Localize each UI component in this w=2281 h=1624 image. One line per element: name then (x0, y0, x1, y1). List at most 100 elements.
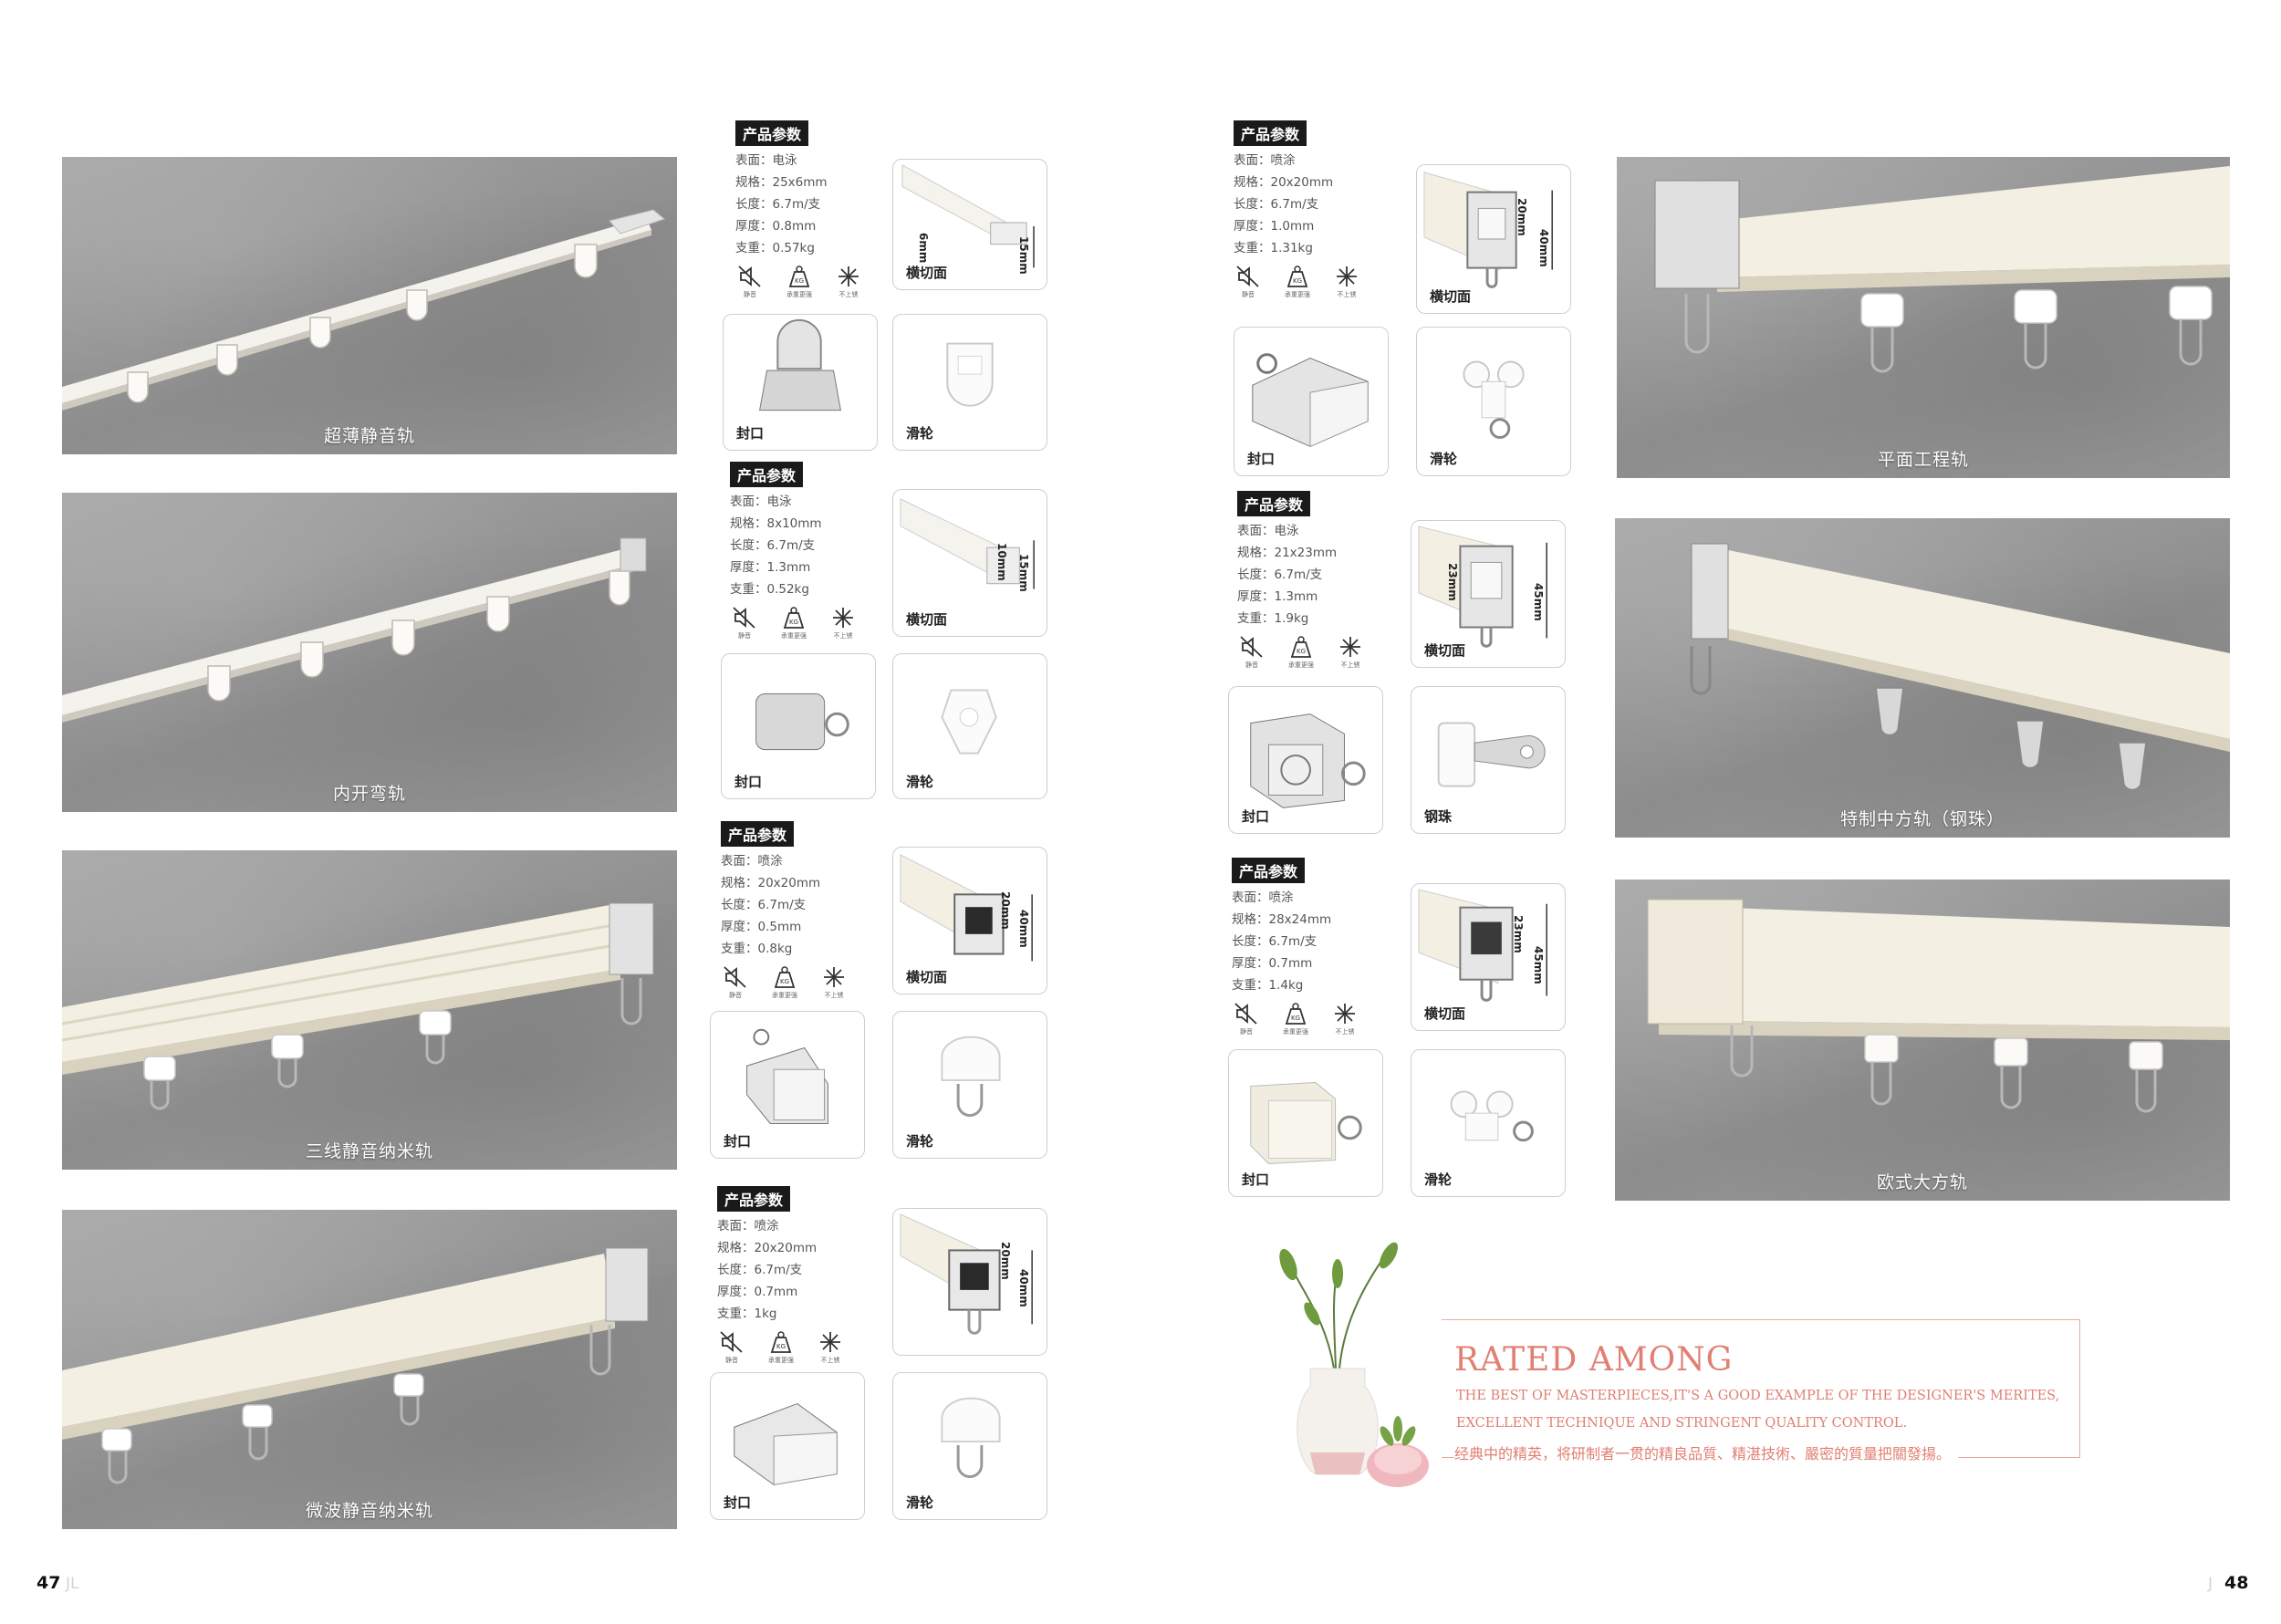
section-card-6: 23mm 45mm 横切面 (1411, 520, 1566, 668)
dimension-label: 40mm (1017, 1269, 1030, 1307)
cross-section-illustration (900, 498, 1035, 589)
svg-text:KG: KG (1297, 648, 1306, 655)
spec-title: 产品参数 (730, 462, 804, 487)
rail-photo-2: 内开弯轨 (62, 493, 677, 812)
pulley-illustration (946, 342, 994, 407)
spec-title: 产品参数 (735, 120, 809, 146)
dimension-label: 15mm (1017, 554, 1030, 592)
rail-caption: 平面工程轨 (1877, 450, 1969, 470)
end-cap-illustration (755, 692, 849, 751)
rail-photo-2-illustration (62, 537, 647, 723)
spec-title: 产品参数 (717, 1186, 791, 1212)
spec-length: 长度：6.7m/支 (1234, 197, 1319, 212)
cross-section-illustration (900, 1213, 1033, 1335)
steel-ball-runner-illustration (1437, 722, 1546, 787)
vase-illustration (1261, 1241, 1434, 1505)
rail-photo-7-illustration (1647, 899, 2230, 1113)
mute-icon (733, 607, 755, 629)
section-card-4: 20mm 40mm (892, 1208, 1047, 1356)
rail-photo-5: 平面工程轨 (1617, 157, 2230, 478)
rail-photo-6-illustration (1690, 543, 2230, 791)
spec-block-2: 产品参数 表面：电泳 规格：8x10mm 长度：6.7m/支 厚度：1.3mm … (730, 462, 903, 640)
section-card-3: 20mm 40mm 横切面 (892, 847, 1047, 994)
card-label: 滑轮 (1430, 451, 1458, 467)
card-label: 滑轮 (906, 774, 934, 790)
spec-weight: 支重：1.31kg (1234, 241, 1313, 255)
rail-caption: 三线静音纳米轨 (305, 1141, 433, 1161)
end-cap-illustration (734, 1403, 838, 1486)
pulley-illustration (941, 1036, 1001, 1118)
svg-text:KG: KG (789, 619, 798, 626)
spec-thickness: 厚度：1.3mm (1237, 589, 1318, 604)
page-number-right: 48 (2224, 1573, 2249, 1593)
dimension-label: 45mm (1532, 946, 1545, 984)
pulley-illustration (941, 689, 997, 755)
section-card-2: 10mm 15mm 横切面 (892, 489, 1047, 637)
card-label: 封口 (1242, 808, 1270, 825)
weight-icon: KG (1290, 636, 1312, 658)
spec-surface: 表面：电泳 (1237, 524, 1299, 538)
card-label: 横切面 (906, 969, 948, 985)
card-label: 横切面 (1424, 642, 1466, 659)
pulley-illustration (1450, 1090, 1534, 1142)
spec-length: 长度：6.7m/支 (735, 197, 821, 212)
weight-icon: KG (774, 966, 796, 988)
spec-size: 规格：20x20mm (717, 1241, 818, 1255)
dimension-label: 15mm (1017, 236, 1030, 275)
spec-block-3: 产品参数 表面：喷涂 规格：20x20mm 长度：6.7m/支 厚度：0.5mm… (721, 821, 894, 1000)
spec-length: 长度：6.7m/支 (1237, 567, 1323, 582)
end-cap-illustration (746, 1028, 828, 1124)
end-cap-card-7: 封口 (1228, 1049, 1383, 1197)
spec-thickness: 厚度：1.3mm (730, 560, 811, 575)
mute-icon (1240, 636, 1263, 658)
svg-text:KG: KG (795, 277, 804, 285)
spec-size: 规格：28x24mm (1232, 912, 1332, 927)
card-label: 封口 (736, 425, 765, 442)
section-card-7: 23mm 45mm 横切面 (1411, 883, 1566, 1031)
card-label: 滑轮 (906, 1133, 934, 1150)
weight-icon: KG (783, 607, 805, 629)
cross-section-illustration (1423, 172, 1553, 288)
mute-icon (720, 1331, 743, 1353)
spec-weight: 支重：0.8kg (721, 942, 793, 956)
card-label: 横切面 (1430, 288, 1472, 305)
card-label: 横切面 (906, 611, 948, 628)
pulley-card-2: 滑轮 (892, 653, 1047, 799)
pulley-card-3: 滑轮 (892, 1011, 1047, 1159)
spec-thickness: 厚度：0.7mm (1232, 956, 1313, 971)
dimension-label: 20mm (999, 891, 1012, 930)
spec-length: 长度：6.7m/支 (1232, 934, 1318, 949)
rail-photo-3: 三线静音纳米轨 (62, 850, 677, 1170)
rail-photo-4: 微波静音纳米轨 (62, 1210, 677, 1529)
spec-block-5: 产品参数 表面：喷涂 规格：20x20mm 长度：6.7m/支 厚度：1.0mm… (1234, 120, 1407, 299)
rail-photo-7: 欧式大方轨 (1615, 880, 2230, 1201)
card-label: 滑轮 (906, 1494, 934, 1511)
cross-section-illustration (900, 854, 1033, 962)
rail-photo-6: 特制中方轨（钢珠） (1615, 518, 2230, 838)
card-label: 滑轮 (1424, 1171, 1453, 1188)
page-ghost-right: J (2208, 1575, 2213, 1593)
spec-length: 长度：6.7m/支 (717, 1263, 803, 1277)
pulley-card-1: 滑轮 (892, 314, 1047, 451)
end-cap-card-3: 封口 (710, 1011, 865, 1159)
rated-line-chinese: 经典中的精英，将研制者一贯的精良品質、精湛技術、嚴密的質量把關發揚。 (1454, 1442, 1959, 1463)
mute-icon (1234, 1003, 1257, 1025)
spec-surface: 表面：电泳 (735, 153, 797, 168)
spec-surface: 表面：喷涂 (1234, 153, 1296, 168)
end-cap-card-1: 封口 (723, 314, 878, 451)
weight-icon: KG (770, 1331, 792, 1353)
end-cap-card-6: 封口 (1228, 686, 1383, 834)
spec-thickness: 厚度：0.5mm (721, 920, 802, 934)
weight-icon: KG (788, 265, 810, 287)
dimension-label: 10mm (995, 543, 1008, 581)
svg-text:KG: KG (1291, 1015, 1300, 1022)
cross-section-illustration (901, 164, 1035, 268)
spec-weight: 支重：0.52kg (730, 582, 809, 597)
spec-weight: 支重：1kg (717, 1306, 777, 1321)
rail-caption: 欧式大方轨 (1876, 1172, 1968, 1192)
